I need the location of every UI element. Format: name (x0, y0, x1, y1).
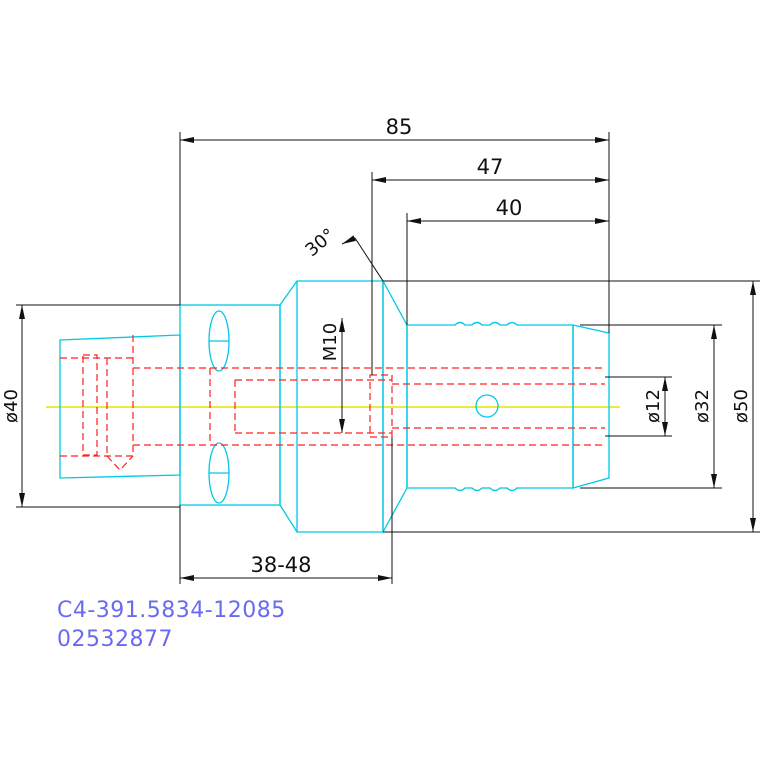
dim-47-label: 47 (477, 155, 504, 179)
cross-hole (475, 394, 499, 418)
dim-ø12-label: ø12 (643, 389, 664, 423)
dim-40-label: 40 (496, 196, 523, 220)
hidden-lines (60, 335, 605, 471)
dim-85-label: 85 (386, 115, 413, 139)
dimensions (16, 132, 760, 584)
dim-30-label: 30° (301, 224, 339, 261)
dim-m10-label: M10 (320, 323, 341, 361)
front-end (572, 324, 610, 489)
part-number: C4-391.5834-12085 (57, 598, 286, 623)
dim-ø40-label: ø40 (1, 389, 22, 423)
dim-38-48-label: 38-48 (250, 553, 311, 577)
dim-ø50-label: ø50 (731, 389, 752, 423)
angle-leader (354, 237, 384, 282)
part-code: 02532877 (57, 627, 173, 652)
dim-ø32-label: ø32 (692, 389, 713, 423)
shank-body (179, 304, 281, 506)
